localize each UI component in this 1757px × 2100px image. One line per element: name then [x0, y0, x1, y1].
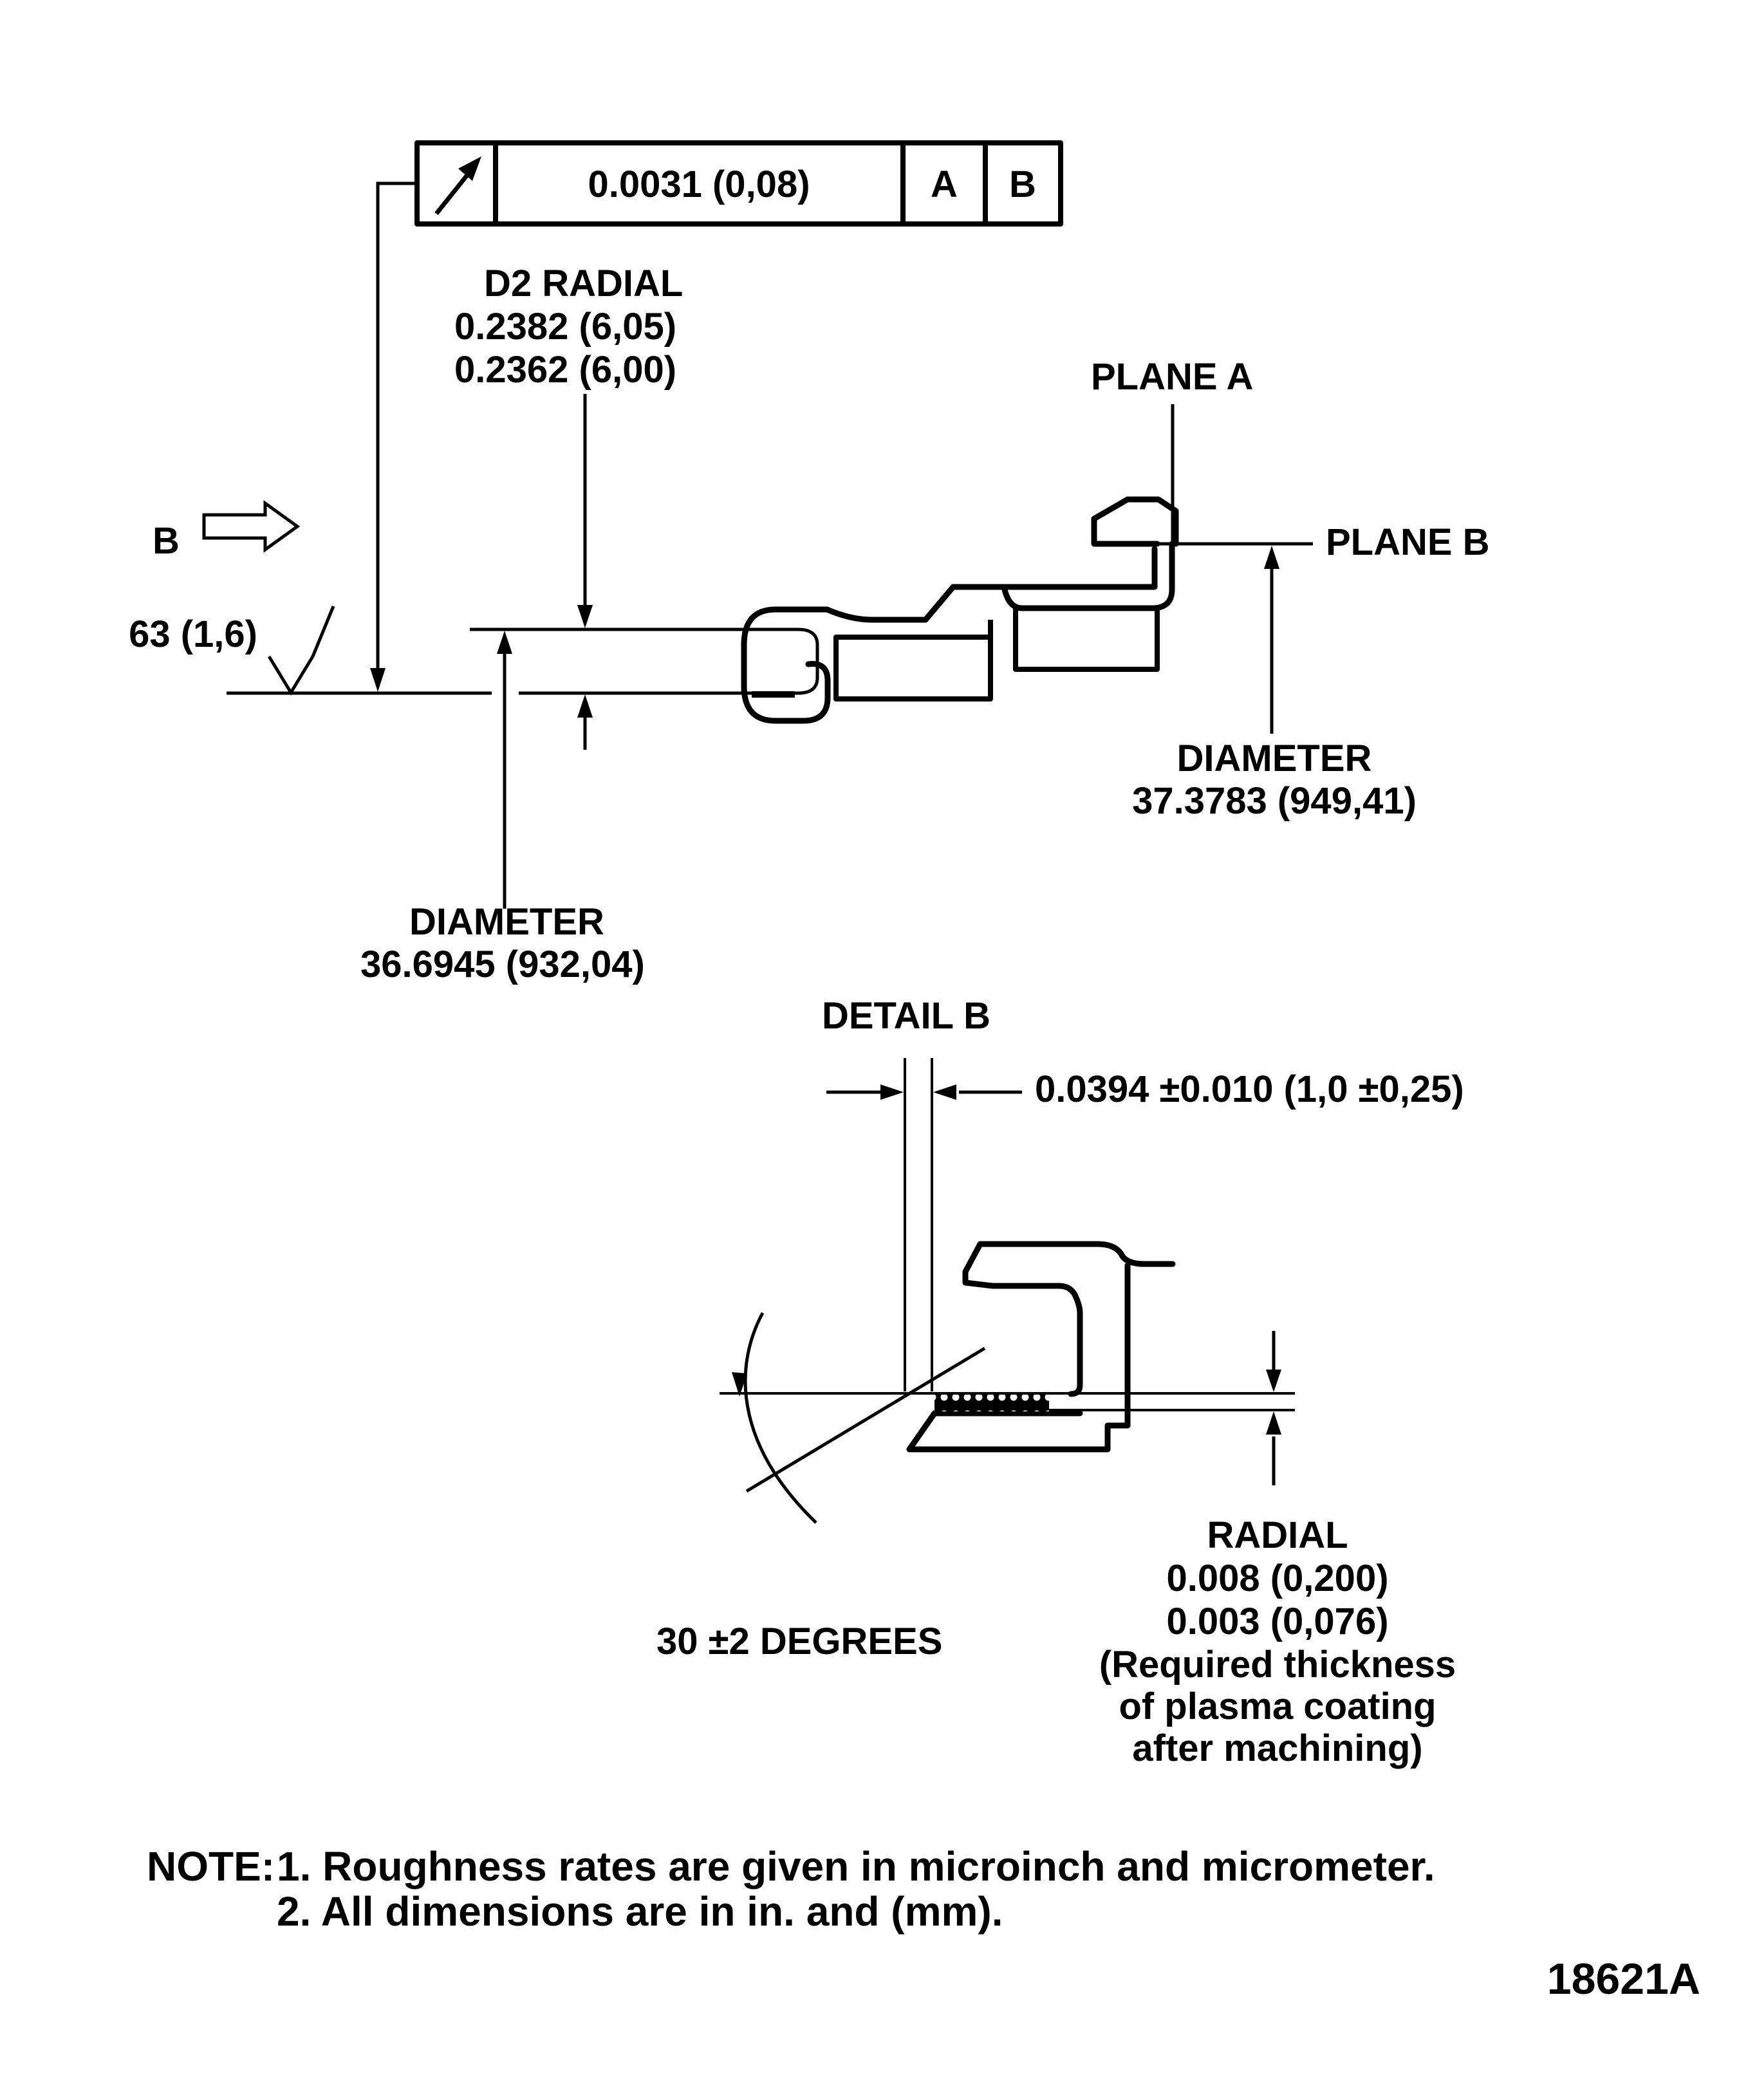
detail-profile [906, 1241, 1176, 1453]
radial-note-1: (Required thickness [1099, 1644, 1456, 1686]
surface-roughness-slash [311, 606, 335, 657]
figure-number: 18621A [1547, 1955, 1700, 2003]
main-profile [741, 496, 1179, 724]
radial-value-max: 0.008 (0,200) [1166, 1557, 1388, 1599]
d2-radial-label: D2 RADIAL [484, 263, 683, 304]
plane-a-label: PLANE A [1091, 356, 1253, 398]
view-direction-arrow-icon [202, 500, 301, 553]
view-b-indicator: B [153, 500, 301, 562]
angle-dim-line [745, 1346, 986, 1493]
fcf-datum-a: A [931, 163, 958, 205]
radial-note-3: after machining) [1132, 1727, 1422, 1769]
surface-roughness-icon [267, 655, 315, 696]
view-b-label: B [153, 520, 180, 562]
plasma-coating-band [934, 1395, 1049, 1411]
right-friction-pad [1013, 606, 1160, 672]
plate-top-outline [824, 546, 1158, 623]
mating-part-outline [227, 627, 819, 698]
angle-dimension: 30 ±2 DEGREES [656, 1312, 986, 1662]
d2-radial-max: 0.2382 (6,05) [454, 306, 676, 348]
coating-width-dimension: 0.0394 ±0.010 (1,0 ±0,25) [826, 1058, 1464, 1391]
pad-seat-outline [1001, 541, 1175, 611]
detail-b-view: DETAIL B 0.0394 ±0.010 (1,0 ±0,25) [656, 995, 1464, 1769]
surface-roughness-value: 63 (1,6) [129, 613, 257, 655]
fcf-tolerance: 0.0031 (0,08) [588, 163, 810, 205]
detail-b-title: DETAIL B [822, 995, 990, 1037]
fcf-leader-arrowhead [370, 668, 386, 692]
datum-boss-outline [1091, 496, 1179, 547]
note-line-1: 1. Roughness rates are given in microinc… [277, 1843, 1435, 1890]
feature-control-frame: 0.0031 (0,08) A B [370, 140, 1063, 692]
diameter-left-value: 36.6945 (932,04) [360, 943, 645, 985]
radial-thickness-dimension: RADIAL 0.008 (0,200) 0.003 (0,076) (Requ… [1099, 1331, 1456, 1769]
plane-b-callout: PLANE B [1094, 521, 1490, 563]
plane-a-callout: PLANE A [1091, 356, 1253, 552]
note-label: NOTE: [147, 1843, 275, 1890]
circular-runout-icon [434, 156, 481, 216]
left-friction-pad [833, 635, 993, 702]
diameter-left-dimension: DIAMETER 36.6945 (932,04) [360, 631, 645, 985]
surface-finish-callout: 63 (1,6) [129, 606, 335, 696]
fcf-leader-line [376, 181, 417, 668]
angle-dim-arc [743, 1312, 817, 1524]
d2-radial-dimension: D2 RADIAL 0.2382 (6,05) 0.2362 (6,00) [454, 263, 683, 750]
radial-note-2: of plasma coating [1119, 1686, 1436, 1727]
fcf-datum-b: B [1009, 163, 1036, 205]
coating-width-value: 0.0394 ±0.010 (1,0 ±0,25) [1035, 1068, 1464, 1110]
radial-label: RADIAL [1207, 1514, 1348, 1556]
diameter-right-dimension: DIAMETER 37.3783 (949,41) [1132, 546, 1417, 822]
diameter-left-label: DIAMETER [409, 901, 604, 943]
angle-value: 30 ±2 DEGREES [656, 1621, 942, 1662]
diameter-right-label: DIAMETER [1177, 738, 1372, 779]
d2-radial-min: 0.2362 (6,00) [454, 349, 676, 391]
notes-block: NOTE: 1. Roughness rates are given in mi… [147, 1843, 1435, 1935]
plane-b-label: PLANE B [1326, 521, 1490, 563]
radial-value-min: 0.003 (0,076) [1166, 1601, 1388, 1642]
clip-outline [741, 606, 831, 724]
note-line-2: 2. All dimensions are in in. and (mm). [277, 1888, 1003, 1935]
diameter-right-value: 37.3783 (949,41) [1132, 780, 1417, 822]
